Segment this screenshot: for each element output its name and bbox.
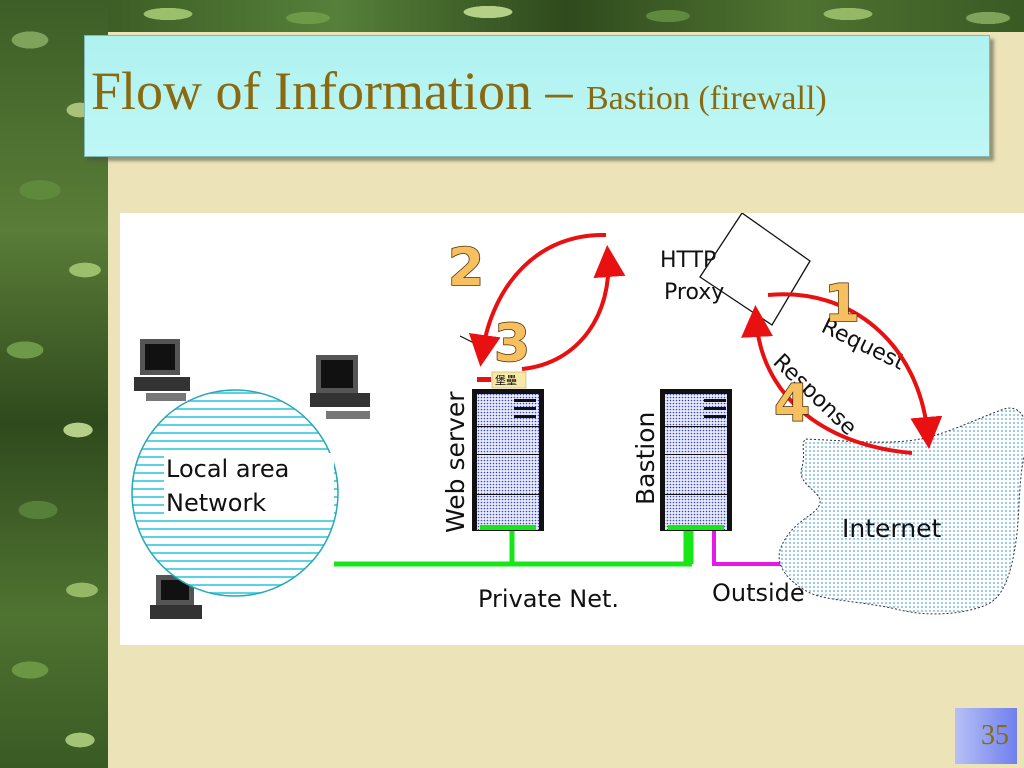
lan-label-bg — [164, 453, 334, 519]
proxy-label-line1: HTTP — [660, 248, 716, 273]
internet-cloud — [778, 407, 1024, 615]
lan-computer-1 — [134, 339, 190, 401]
private-net-label: Private Net. — [478, 585, 619, 613]
step-number-3: 3 — [494, 314, 530, 374]
proxy-label-line2: Proxy — [664, 280, 724, 305]
outside-label: Outside — [712, 579, 805, 607]
leaf-background-top — [108, 0, 1024, 32]
private-net-line — [334, 531, 694, 567]
network-diagram: Local area Network Internet Web server 堡… — [120, 213, 1024, 645]
slide-title-sub: Bastion (firewall) — [585, 80, 827, 117]
arrow-to-web-server — [468, 232, 607, 367]
web-server-tower — [472, 389, 544, 531]
arrow-request — [767, 292, 943, 449]
slide-title-main: Flow of Information – — [91, 61, 573, 121]
chinese-tag-bg — [491, 371, 527, 389]
lan-computer-3 — [150, 575, 202, 619]
chinese-tag: 堡壘 — [495, 373, 517, 387]
chinese-tag-marker — [477, 377, 491, 382]
page-number-badge: 35 — [955, 708, 1017, 764]
lan-label-line1: Local area — [166, 455, 289, 483]
outside-line — [712, 531, 792, 566]
step-number-2: 2 — [448, 238, 484, 298]
lan-label-line2: Network — [166, 489, 266, 517]
step-number-4: 4 — [774, 374, 810, 434]
page-number: 35 — [981, 720, 1009, 751]
title-box: Flow of Information – Bastion (firewall) — [84, 35, 990, 157]
step-number-1: 1 — [824, 274, 860, 334]
bastion-tower — [660, 389, 732, 531]
lan-computer-2 — [310, 355, 370, 419]
arrow-response — [741, 305, 913, 455]
slide-title: Flow of Information – Bastion (firewall) — [91, 64, 827, 118]
bastion-label: Bastion — [631, 412, 660, 505]
web-server-label: Web server — [441, 391, 470, 533]
arrow-from-web-server — [521, 245, 626, 371]
internet-label: Internet — [842, 514, 941, 543]
